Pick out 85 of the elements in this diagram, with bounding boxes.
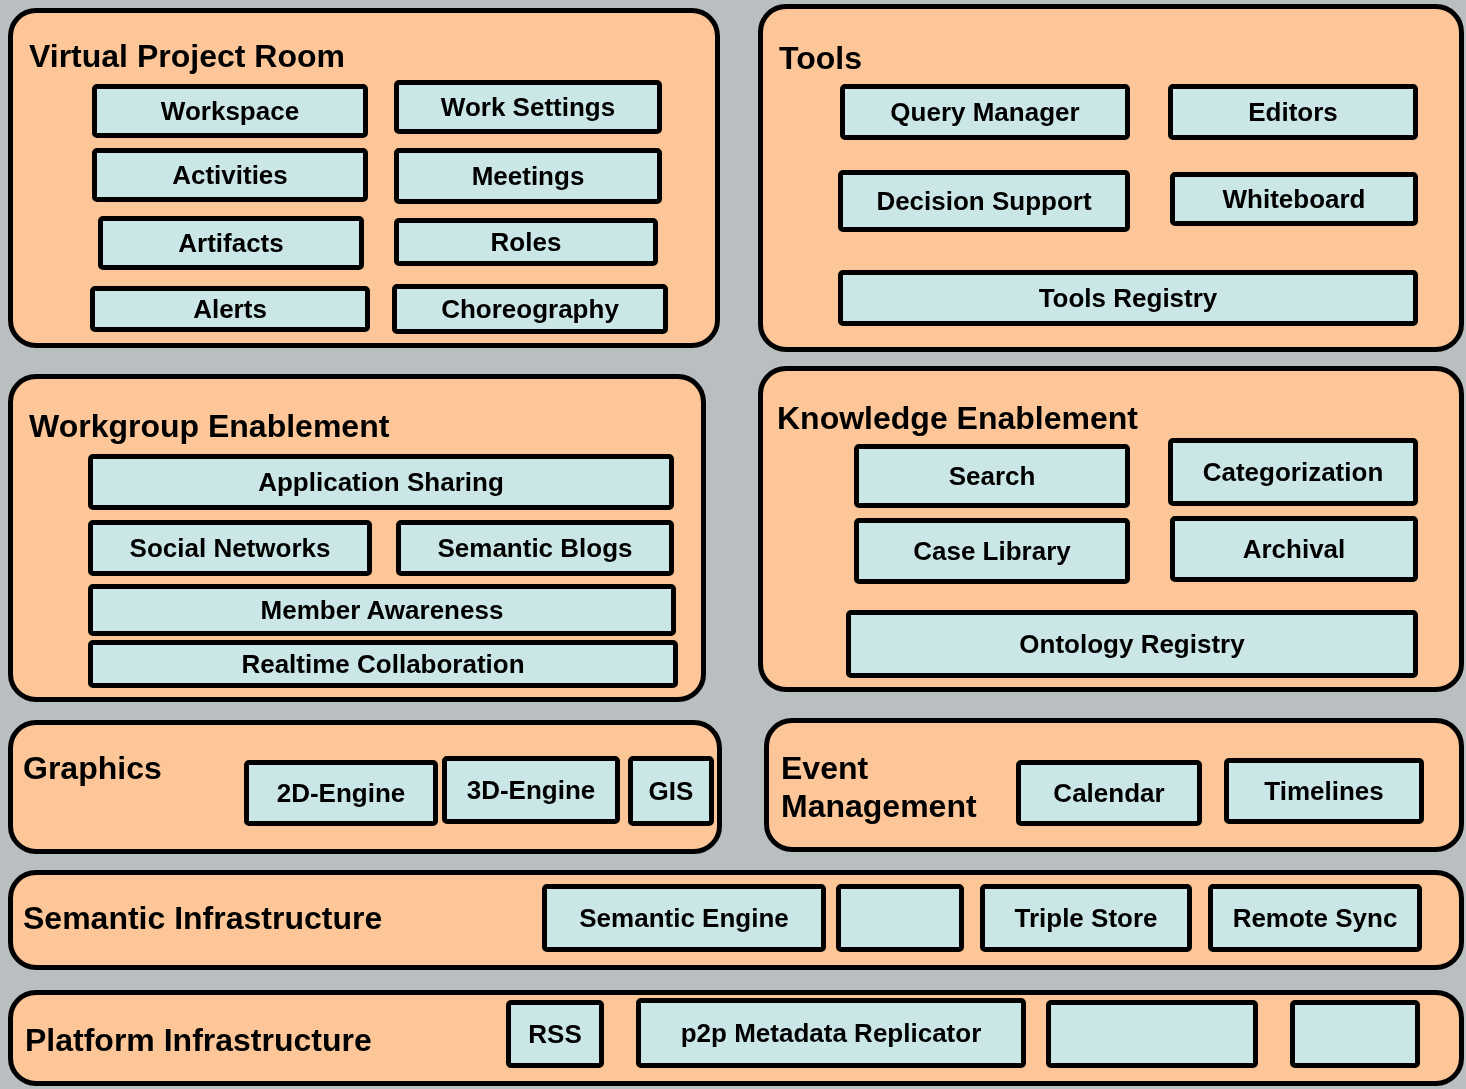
component-label: Application Sharing bbox=[258, 467, 504, 497]
component-label: Meetings bbox=[471, 161, 585, 191]
component-box bbox=[846, 610, 1418, 678]
component-box bbox=[838, 170, 1130, 232]
component-box bbox=[92, 148, 368, 202]
component-label: Archival bbox=[1242, 534, 1346, 564]
component-box bbox=[838, 270, 1418, 326]
component-box bbox=[88, 520, 372, 576]
component-box bbox=[88, 584, 676, 636]
component-box bbox=[1208, 884, 1422, 952]
component-box bbox=[840, 84, 1130, 140]
component-box bbox=[1046, 1000, 1258, 1068]
component-label: Realtime Collaboration bbox=[241, 649, 525, 679]
component-label: Workspace bbox=[160, 96, 300, 126]
component-box bbox=[836, 884, 964, 952]
component-box bbox=[394, 218, 658, 266]
component-label: Query Manager bbox=[890, 97, 1080, 127]
component-label: Tools Registry bbox=[1038, 283, 1218, 313]
layer-panel bbox=[8, 8, 720, 348]
component-label: 2D-Engine bbox=[276, 778, 406, 808]
component-label: RSS bbox=[528, 1019, 582, 1049]
component-label: GIS bbox=[648, 776, 694, 806]
component-label: Case Library bbox=[913, 536, 1071, 566]
component-box bbox=[854, 518, 1130, 584]
component-box bbox=[1168, 84, 1418, 140]
layer-panel bbox=[8, 990, 1464, 1086]
component-box bbox=[506, 1000, 604, 1068]
component-box bbox=[1170, 172, 1418, 226]
layer-panel bbox=[8, 720, 722, 854]
component-label: Activities bbox=[172, 160, 288, 190]
component-box bbox=[1170, 516, 1418, 582]
layer-title: Semantic Infrastructure bbox=[23, 899, 383, 938]
component-label: p2p Metadata Replicator bbox=[680, 1018, 982, 1048]
layer-panel bbox=[758, 366, 1464, 692]
component-label: Categorization bbox=[1202, 457, 1384, 487]
layer-panel bbox=[8, 870, 1464, 970]
component-box bbox=[1016, 760, 1202, 826]
component-label: Whiteboard bbox=[1222, 184, 1366, 214]
component-label: Search bbox=[948, 461, 1036, 491]
component-label: Roles bbox=[490, 227, 562, 257]
component-box bbox=[88, 454, 674, 510]
layer-title: Event Management bbox=[781, 749, 978, 826]
component-box bbox=[394, 148, 662, 204]
component-label: Choreography bbox=[441, 294, 619, 324]
layer-title: Graphics bbox=[23, 749, 163, 788]
component-box bbox=[1168, 438, 1418, 506]
component-label: Ontology Registry bbox=[1019, 629, 1245, 659]
component-label: Remote Sync bbox=[1232, 903, 1398, 933]
component-box bbox=[92, 84, 368, 138]
component-box bbox=[442, 756, 620, 824]
layer-title: Tools bbox=[779, 39, 862, 78]
component-label: Editors bbox=[1248, 97, 1338, 127]
component-label: Work Settings bbox=[440, 92, 616, 122]
layer-panel bbox=[8, 374, 706, 702]
component-label: Timelines bbox=[1264, 776, 1384, 806]
component-box bbox=[244, 760, 438, 826]
component-label: Member Awareness bbox=[260, 595, 504, 625]
component-box bbox=[396, 520, 674, 576]
component-label: Semantic Engine bbox=[579, 903, 789, 933]
component-box bbox=[636, 998, 1026, 1068]
component-box bbox=[854, 444, 1130, 508]
component-box bbox=[542, 884, 826, 952]
component-box bbox=[1224, 758, 1424, 824]
component-box bbox=[394, 80, 662, 134]
component-label: Semantic Blogs bbox=[437, 533, 633, 563]
layer-title: Workgroup Enablement bbox=[29, 407, 390, 446]
layer-panel bbox=[764, 718, 1464, 852]
component-box bbox=[1290, 1000, 1420, 1068]
layer-title: Platform Infrastructure bbox=[25, 1021, 372, 1060]
component-box bbox=[392, 284, 668, 334]
layer-title: Knowledge Enablement bbox=[777, 399, 1138, 438]
layer-panel bbox=[758, 4, 1464, 352]
component-label: Decision Support bbox=[876, 186, 1092, 216]
component-label: Social Networks bbox=[129, 533, 331, 563]
component-box bbox=[88, 640, 678, 688]
component-box bbox=[90, 286, 370, 332]
component-box bbox=[628, 756, 714, 826]
component-box bbox=[98, 216, 364, 270]
component-label: Triple Store bbox=[1014, 903, 1158, 933]
component-label: Artifacts bbox=[178, 228, 284, 258]
component-label: Alerts bbox=[193, 294, 267, 324]
component-box bbox=[980, 884, 1192, 952]
component-label: 3D-Engine bbox=[466, 775, 596, 805]
layer-title: Virtual Project Room bbox=[29, 37, 345, 76]
component-label: Calendar bbox=[1053, 778, 1165, 808]
